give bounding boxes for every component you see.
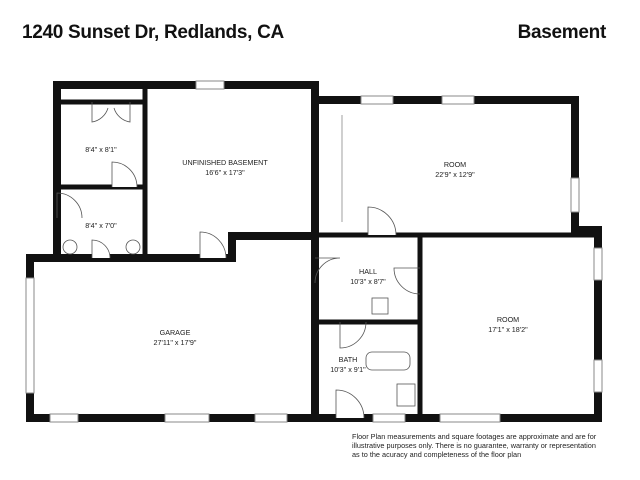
bathtub: [365, 351, 411, 371]
disclaimer-line: as to the acuracy and completeness of th…: [352, 450, 522, 459]
room-labels: 8'4" x 8'1" 8'4" x 7'0" UNFINISHED BASEM…: [85, 145, 528, 374]
appliance-2: [125, 239, 141, 255]
address-title: 1240 Sunset Dr, Redlands, CA: [22, 22, 284, 43]
walls: [26, 81, 602, 422]
hall-name: HALL: [359, 267, 377, 276]
disclaimer: Floor Plan measurements and square foota…: [352, 432, 622, 459]
disclaimer-line: illustrative purposes only. There is no …: [352, 441, 596, 450]
closet-b-dims: 8'4" x 7'0": [85, 221, 117, 230]
hall-sink: [371, 297, 389, 315]
windows: [25, 80, 603, 423]
fixtures: [62, 115, 416, 407]
bath-dims: 10'3" x 9'1": [330, 365, 366, 374]
garage-dims: 27'11" x 17'9": [154, 338, 197, 347]
bath-name: BATH: [339, 355, 358, 364]
garage-name: GARAGE: [160, 328, 191, 337]
closet-a-dims: 8'4" x 8'1": [85, 145, 117, 154]
doors: [56, 102, 421, 419]
unfinished-basement-dims: 16'6" x 17'3": [205, 168, 245, 177]
room-top-dims: 22'9" x 12'9": [435, 170, 475, 179]
bath-sink: [396, 383, 416, 407]
appliance-1: [62, 239, 78, 255]
hall-dims: 10'3" x 8'7": [350, 277, 386, 286]
unfinished-basement-name: UNFINISHED BASEMENT: [182, 158, 268, 167]
room-right-name: ROOM: [497, 315, 519, 324]
disclaimer-line: Floor Plan measurements and square foota…: [352, 432, 597, 441]
floor-level-title: Basement: [517, 22, 607, 43]
room-top-name: ROOM: [444, 160, 466, 169]
room-right-dims: 17'1" x 18'2": [488, 325, 528, 334]
